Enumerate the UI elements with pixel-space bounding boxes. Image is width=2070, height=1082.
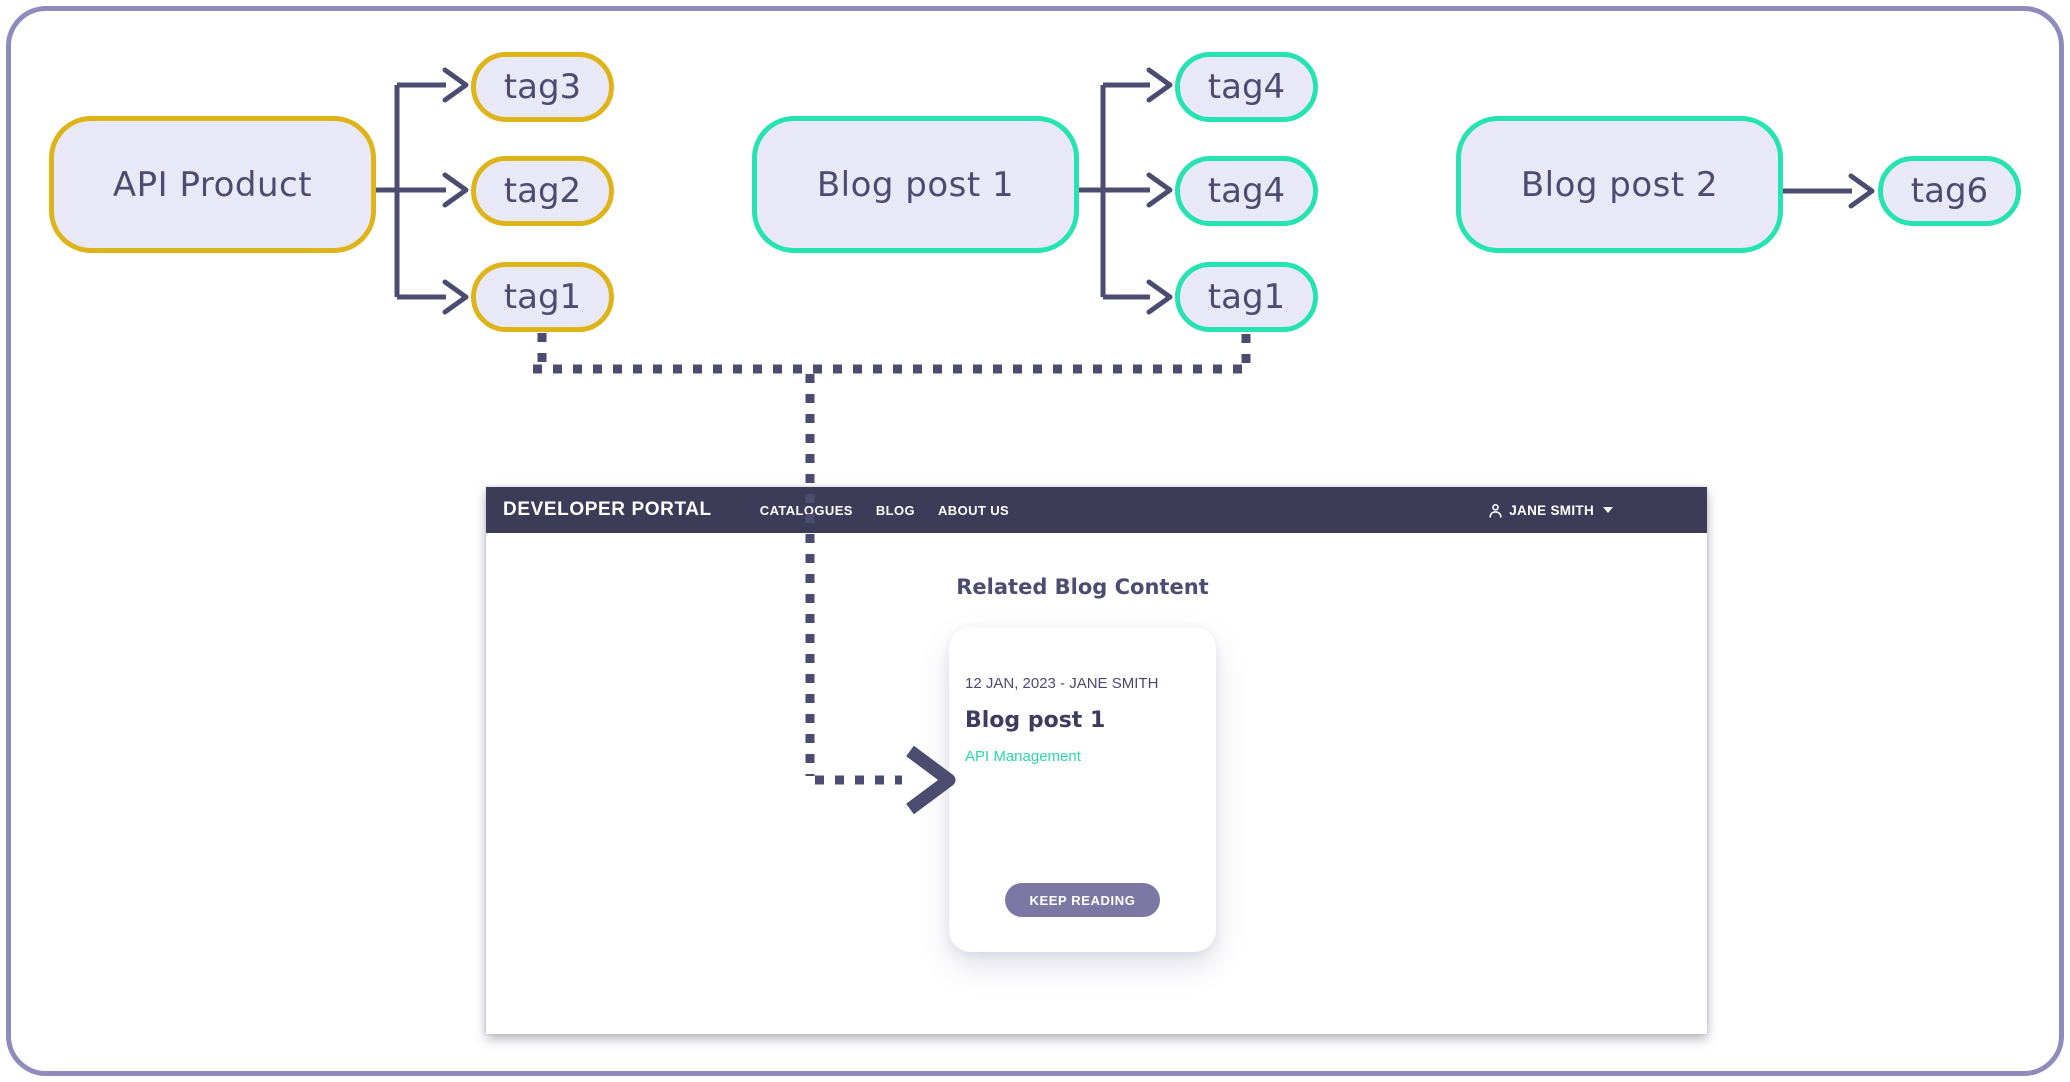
card-meta: 12 JAN, 2023 - JANE SMITH (965, 675, 1159, 692)
tag-pill-tag6[interactable]: tag6 (1878, 156, 2021, 226)
tag-pill-tag1-product[interactable]: tag1 (471, 262, 614, 332)
card-category-link[interactable]: API Management (965, 748, 1081, 765)
arrowhead-icon (1146, 67, 1173, 103)
person-icon (1489, 503, 1502, 518)
tag-pill-tag4-a[interactable]: tag4 (1175, 52, 1318, 122)
node-api-product[interactable]: API Product (49, 116, 376, 253)
arrowhead-icon (442, 279, 469, 315)
blog-post-card[interactable]: 12 JAN, 2023 - JANE SMITH Blog post 1 AP… (949, 627, 1216, 952)
nav-item-blog[interactable]: BLOG (875, 502, 916, 518)
user-name: JANE SMITH (1509, 502, 1594, 518)
api-product-tree-lines (376, 82, 446, 300)
user-menu[interactable]: JANE SMITH (1487, 502, 1613, 519)
caret-down-icon (1603, 507, 1613, 513)
tag-pill-tag4-b[interactable]: tag4 (1175, 156, 1318, 226)
tag-pill-tag2[interactable]: tag2 (471, 156, 614, 226)
arrowhead-icon (1146, 279, 1173, 315)
node-blog-post-2[interactable]: Blog post 2 (1456, 116, 1783, 253)
portal-nav: CATALOGUES BLOG ABOUT US (760, 503, 1009, 518)
arrowhead-icon (1146, 172, 1173, 208)
arrowhead-icon (1848, 173, 1875, 209)
developer-portal-window: DEVELOPER PORTAL CATALOGUES BLOG ABOUT U… (486, 487, 1707, 1034)
blog-post-1-tree-lines (1079, 82, 1150, 300)
node-blog-post-1[interactable]: Blog post 1 (752, 116, 1079, 253)
nav-item-catalogues[interactable]: CATALOGUES (759, 502, 853, 518)
portal-navbar: DEVELOPER PORTAL CATALOGUES BLOG ABOUT U… (486, 487, 1707, 533)
portal-brand[interactable]: DEVELOPER PORTAL (503, 499, 712, 520)
related-blog-heading: Related Blog Content (956, 575, 1209, 599)
keep-reading-button[interactable]: KEEP READING (1004, 883, 1161, 917)
arrowhead-icon (442, 172, 469, 208)
nav-item-about-us[interactable]: ABOUT US (938, 502, 1010, 518)
card-title: Blog post 1 (965, 708, 1106, 733)
tag-pill-tag3[interactable]: tag3 (471, 52, 614, 122)
tag-pill-tag1-blog[interactable]: tag1 (1175, 262, 1318, 332)
arrowhead-icon (442, 67, 469, 103)
